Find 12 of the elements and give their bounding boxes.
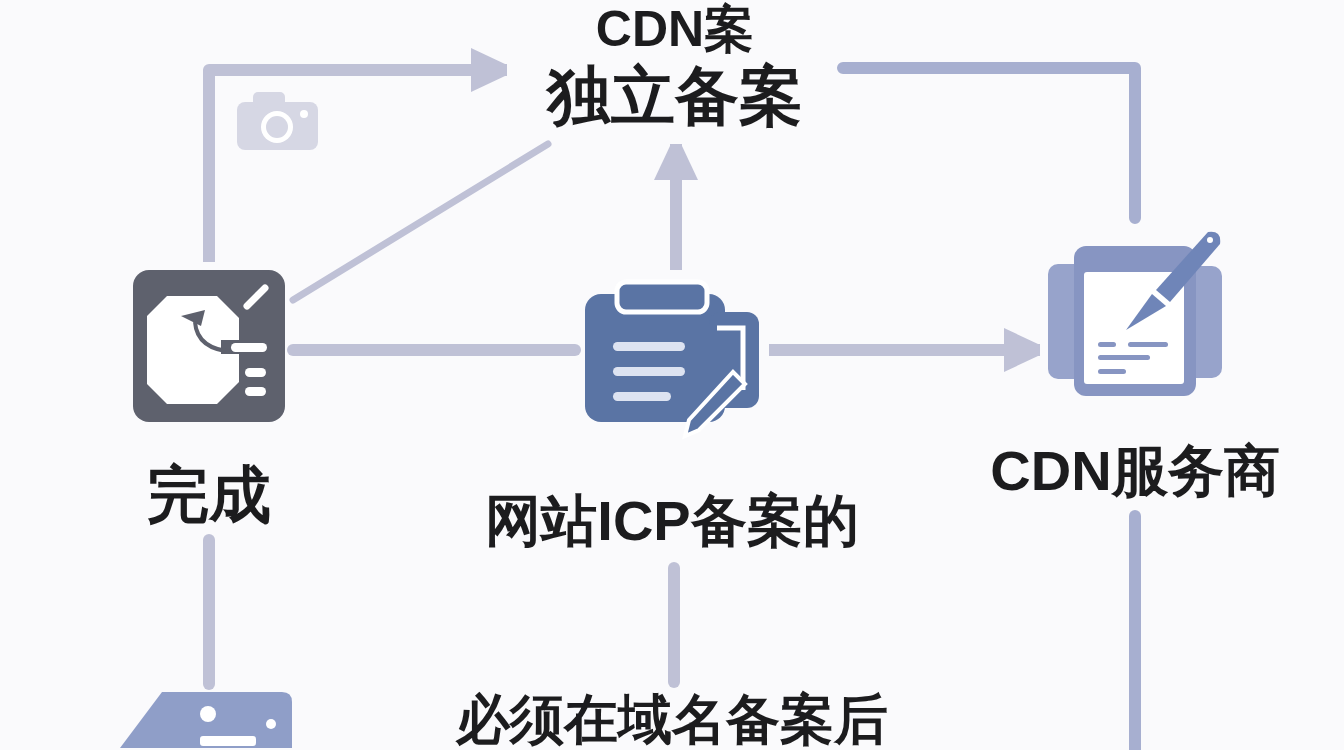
- connector-line: [289, 140, 552, 304]
- connector-line: [203, 534, 215, 690]
- node-label: CDN案: [594, 0, 756, 58]
- node-label: 必须在域名备案后: [454, 690, 889, 748]
- node-label: 独立备案: [545, 59, 804, 134]
- node-label: CDN服务商: [990, 438, 1280, 504]
- connector-line: [837, 62, 1141, 224]
- node-label: 完成: [146, 459, 272, 531]
- node-label: 网站ICP备案的: [485, 488, 859, 554]
- connector-line: [1129, 510, 1141, 750]
- connector-line: [668, 562, 680, 688]
- connector-line: [287, 344, 581, 356]
